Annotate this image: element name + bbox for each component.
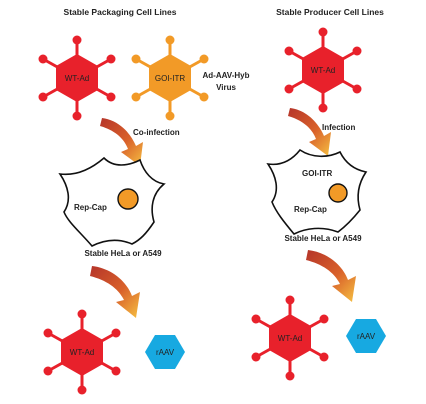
left-cell-outline-icon	[58, 156, 166, 247]
left-arrow-coinfection-icon	[100, 118, 143, 166]
left-raav-label: rAAV	[156, 348, 175, 357]
right-cell-line-label: Stable HeLa or A549	[284, 234, 362, 243]
right-output-wt-ad-label: WT-Ad	[278, 334, 302, 343]
left-goi-itr-virus: GOI-ITR	[131, 35, 209, 121]
left-rep-cap-dot	[117, 188, 139, 210]
left-goi-itr-label: GOI-ITR	[155, 74, 185, 83]
virus-hexagon-icon	[149, 54, 191, 102]
virus-hexagon-icon	[269, 314, 311, 362]
virus-hexagon-icon	[61, 328, 103, 376]
right-arrow-infection-icon	[288, 108, 331, 156]
hyb-virus-label-line1: Ad-AAV-Hyb	[203, 71, 250, 80]
left-cell-line-label: Stable HeLa or A549	[84, 249, 162, 258]
hexagon-icon	[346, 319, 386, 353]
right-panel-title: Stable Producer Cell Lines	[276, 7, 384, 17]
left-arrow-output-icon	[90, 266, 140, 318]
right-rep-cap-dot	[328, 183, 348, 203]
left-wt-ad-virus: WT-Ad	[38, 35, 116, 121]
right-raav-label: rAAV	[357, 332, 376, 341]
right-cell-outline-icon	[266, 148, 368, 235]
virus-hexagon-icon	[56, 54, 98, 102]
right-cell-label-goi-itr: GOI-ITR	[302, 169, 332, 178]
virus-hexagon-icon	[302, 46, 344, 94]
right-output-wt-ad-virus: WT-Ad	[251, 295, 329, 381]
hexagon-icon	[145, 335, 185, 369]
left-raav-particle: rAAV	[145, 335, 185, 369]
right-arrow-output-icon	[306, 250, 356, 302]
right-wt-ad-label: WT-Ad	[311, 66, 335, 75]
left-cell-label: Rep-Cap	[74, 203, 107, 212]
left-step1-label: Co-infection	[133, 128, 180, 137]
left-panel-title: Stable Packaging Cell Lines	[64, 7, 177, 17]
right-raav-particle: rAAV	[346, 319, 386, 353]
hyb-virus-label-line2: Virus	[216, 83, 236, 92]
left-wt-ad-label: WT-Ad	[65, 74, 89, 83]
left-output-wt-ad-virus: WT-Ad	[43, 309, 121, 395]
left-output-wt-ad-label: WT-Ad	[70, 348, 94, 357]
right-cell-label-rep-cap: Rep-Cap	[294, 205, 327, 214]
right-step1-label: Infection	[322, 123, 355, 132]
right-wt-ad-virus: WT-Ad	[284, 27, 362, 113]
